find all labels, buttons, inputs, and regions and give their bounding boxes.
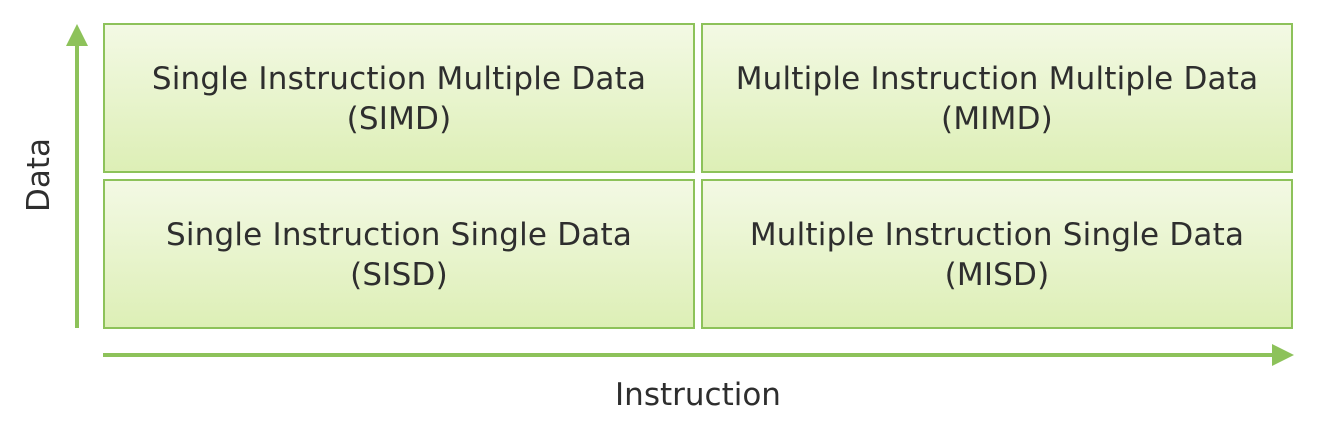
- quadrant-mimd-title: Multiple Instruction Multiple Data: [735, 61, 1259, 97]
- quadrant-sisd-abbr: (SISD): [350, 257, 448, 293]
- quadrant-misd-abbr: (MISD): [944, 257, 1050, 293]
- y-axis-label: Data: [21, 137, 57, 213]
- quadrant-sisd-title: Single Instruction Single Data: [165, 217, 633, 253]
- quadrant-mimd-abbr: (MIMD): [941, 101, 1053, 137]
- quadrant-misd-title: Multiple Instruction Single Data: [749, 217, 1245, 253]
- y-axis-arrowhead: [66, 24, 88, 46]
- quadrant-simd-title: Single Instruction Multiple Data: [151, 61, 647, 97]
- quadrant-sisd: Single Instruction Single Data (SISD): [103, 179, 695, 329]
- x-axis-arrowhead: [1272, 344, 1294, 366]
- quadrant-simd-abbr: (SIMD): [346, 101, 452, 137]
- quadrant-simd: Single Instruction Multiple Data (SIMD): [103, 23, 695, 173]
- x-axis-label: Instruction: [615, 377, 781, 413]
- quadrant-misd: Multiple Instruction Single Data (MISD): [701, 179, 1293, 329]
- quadrant-mimd: Multiple Instruction Multiple Data (MIMD…: [701, 23, 1293, 173]
